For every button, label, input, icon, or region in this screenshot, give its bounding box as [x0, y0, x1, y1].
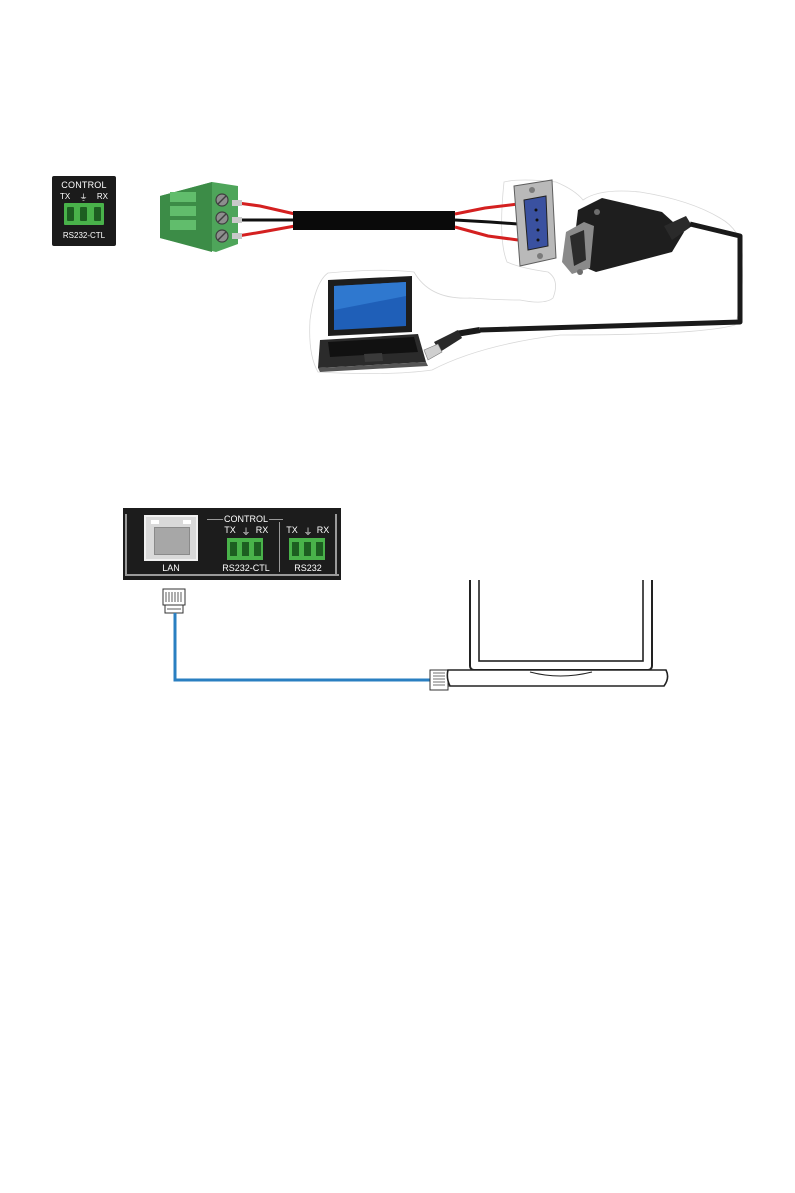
- db9-female-connector-icon: [514, 180, 556, 266]
- rear-panel: LAN CONTROL TX ⏚ RX RS232-CTL TX ⏚ RX RS…: [123, 508, 341, 580]
- control-title: CONTROL: [223, 514, 269, 524]
- control-bracket: [269, 519, 283, 520]
- panel-divider: [279, 522, 280, 572]
- lan-cable-diagram: [0, 580, 795, 700]
- rs232-ctl-label: RS232-CTL: [217, 563, 275, 573]
- laptop-icon: [447, 580, 667, 686]
- wire-bundle-left: [232, 200, 295, 239]
- laptop-icon: [318, 276, 428, 372]
- rj45-plug-icon: [163, 589, 185, 613]
- rs232-label: RS232: [285, 563, 331, 573]
- cable-jacket: [293, 211, 455, 230]
- ctl-tx-label: TX: [223, 525, 237, 535]
- panel-divider: [335, 514, 337, 576]
- rs-rx-label: RX: [316, 525, 330, 535]
- control-bracket: [207, 519, 223, 520]
- rs-tx-label: TX: [285, 525, 299, 535]
- rs232-terminal[interactable]: [289, 538, 325, 560]
- rs232-cable-diagram: [0, 0, 795, 420]
- wire-bundle-right: [455, 204, 518, 240]
- phoenix-terminal-block-icon: [160, 182, 238, 252]
- panel-divider: [125, 514, 127, 576]
- panel-divider: [125, 574, 339, 576]
- lan-cable: [175, 613, 432, 680]
- rj45-socket: [154, 527, 190, 555]
- ctl-rx-label: RX: [255, 525, 269, 535]
- lan-port[interactable]: [144, 515, 198, 561]
- ground-symbol: ⏚: [301, 525, 315, 538]
- led-indicator: [151, 520, 159, 524]
- led-indicator: [183, 520, 191, 524]
- lan-label: LAN: [149, 563, 193, 573]
- ground-symbol: ⏚: [239, 525, 253, 538]
- rs232-ctl-terminal[interactable]: [227, 538, 263, 560]
